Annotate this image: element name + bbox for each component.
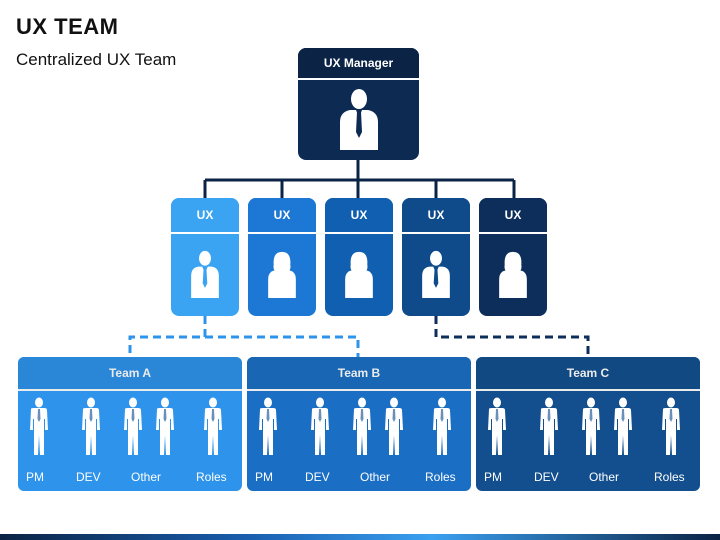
role-label: Other bbox=[131, 470, 162, 484]
businessman-icon bbox=[154, 397, 176, 460]
team-label: Team B bbox=[247, 357, 471, 391]
team-members bbox=[247, 397, 471, 457]
businessman-icon bbox=[660, 397, 682, 460]
ux-member-card: UX bbox=[479, 198, 547, 316]
role-label: PM bbox=[255, 470, 273, 484]
page-title: UX TEAM bbox=[16, 14, 119, 39]
ux-member-card: UX bbox=[171, 198, 239, 316]
role-label: Roles bbox=[425, 470, 456, 484]
businessman-icon bbox=[351, 397, 373, 460]
team-label: Team C bbox=[476, 357, 700, 391]
role-label: PM bbox=[26, 470, 44, 484]
ux-manager-card: UX Manager bbox=[298, 48, 419, 160]
ux-member-card: UX bbox=[402, 198, 470, 316]
businesswoman-icon bbox=[340, 250, 378, 303]
businessman-icon bbox=[431, 397, 453, 460]
businessman-icon bbox=[309, 397, 331, 460]
businessman-icon bbox=[417, 250, 455, 303]
team-members bbox=[18, 397, 242, 457]
businesswoman-icon bbox=[494, 250, 532, 303]
ux-member-label: UX bbox=[248, 198, 316, 234]
ux-member-label: UX bbox=[325, 198, 393, 234]
ux-member-label: UX bbox=[171, 198, 239, 234]
businessman-icon bbox=[538, 397, 560, 460]
role-label: Roles bbox=[654, 470, 685, 484]
role-label: Other bbox=[360, 470, 391, 484]
page-subtitle: Centralized UX Team bbox=[16, 50, 177, 69]
team-roles: PM DEV Other Roles bbox=[476, 463, 700, 491]
businessman-icon bbox=[186, 250, 224, 303]
role-label: PM bbox=[484, 470, 502, 484]
ux-member-label: UX bbox=[479, 198, 547, 234]
businessman-icon bbox=[383, 397, 405, 460]
team-card: Team B PM DEV Other Roles bbox=[247, 357, 471, 491]
team-roles: PM DEV Other Roles bbox=[18, 463, 242, 491]
role-label: DEV bbox=[76, 470, 101, 484]
ux-member-card: UX bbox=[248, 198, 316, 316]
team-roles: PM DEV Other Roles bbox=[247, 463, 471, 491]
team-card: Team A PM DEV Other Roles bbox=[18, 357, 242, 491]
businessman-icon bbox=[257, 397, 279, 460]
businessman-icon bbox=[340, 89, 378, 150]
role-label: Roles bbox=[196, 470, 227, 484]
businessman-icon bbox=[28, 397, 50, 460]
ux-manager-label: UX Manager bbox=[298, 48, 419, 80]
businessman-icon bbox=[202, 397, 224, 460]
businessman-icon bbox=[80, 397, 102, 460]
role-label: DEV bbox=[305, 470, 330, 484]
team-label: Team A bbox=[18, 357, 242, 391]
ux-member-label: UX bbox=[402, 198, 470, 234]
role-label: Other bbox=[589, 470, 620, 484]
businessman-icon bbox=[122, 397, 144, 460]
team-members bbox=[476, 397, 700, 457]
ux-member-card: UX bbox=[325, 198, 393, 316]
businesswoman-icon bbox=[263, 250, 301, 303]
role-label: DEV bbox=[534, 470, 559, 484]
businessman-icon bbox=[580, 397, 602, 460]
businessman-icon bbox=[612, 397, 634, 460]
footer-bar bbox=[0, 534, 720, 540]
team-card: Team C PM DEV Other Roles bbox=[476, 357, 700, 491]
businessman-icon bbox=[486, 397, 508, 460]
